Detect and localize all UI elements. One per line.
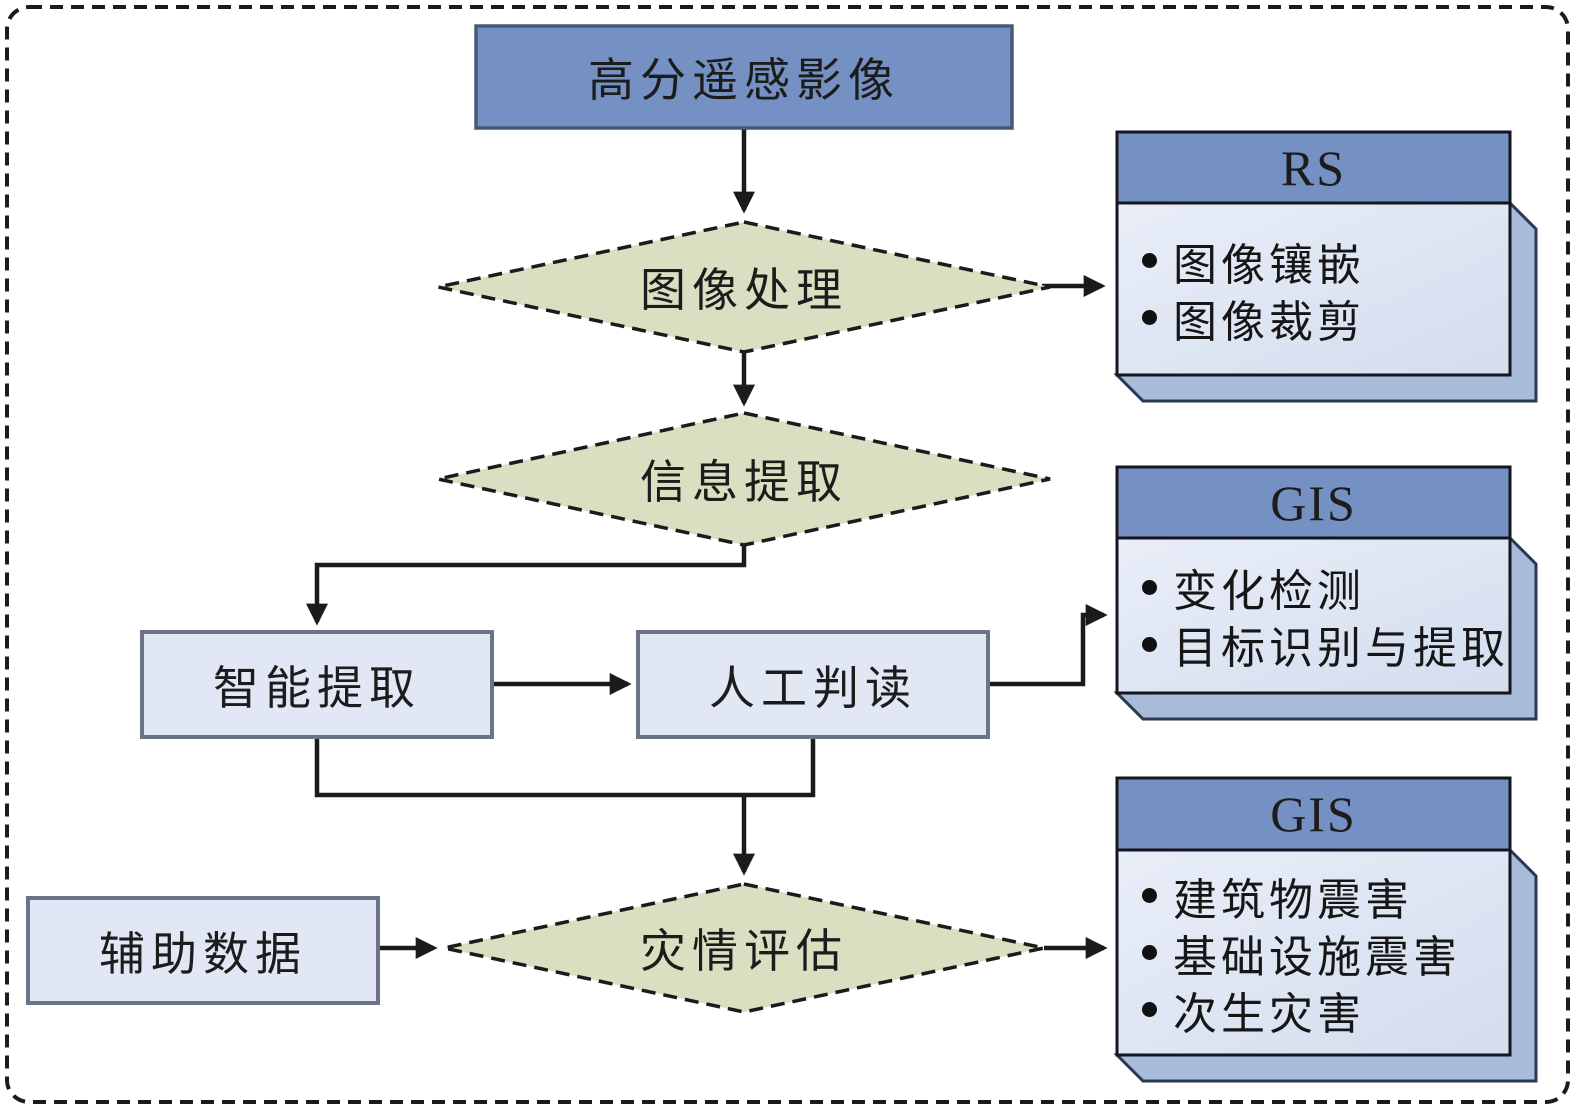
gis2-panel-items: 建筑物震害 基础设施震害 次生灾害 bbox=[1130, 850, 1508, 1055]
list-item: 目标识别与提取 bbox=[1130, 616, 1508, 673]
elbow-manual-to-gis-panel bbox=[988, 604, 1108, 687]
disaster-assessment-label: 灾情评估 bbox=[640, 926, 848, 977]
gis-panel-header-shape bbox=[1115, 465, 1512, 540]
intelligent-extraction-label: 智能提取 bbox=[213, 662, 421, 714]
manual-interpretation-box-shape bbox=[636, 630, 990, 739]
list-item: 次生灾害 bbox=[1130, 981, 1508, 1039]
disaster-assessment-diamond-shape bbox=[443, 882, 1045, 1014]
source-box-label: 高分遥感影像 bbox=[588, 55, 900, 106]
rs-panel-header-label: RS bbox=[1280, 139, 1347, 196]
list-item: 基础设施震害 bbox=[1130, 924, 1508, 982]
auxiliary-data-label: 辅助数据 bbox=[99, 928, 307, 980]
source-box-shape bbox=[474, 24, 1014, 130]
list-item: 图像镶嵌 bbox=[1130, 232, 1508, 290]
info-extraction-label: 信息提取 bbox=[640, 457, 848, 508]
rs-panel-header-shape bbox=[1115, 130, 1512, 205]
bullet-icon bbox=[1142, 310, 1157, 325]
image-processing-label: 图像处理 bbox=[640, 265, 848, 316]
list-item: 建筑物震害 bbox=[1130, 867, 1508, 925]
list-item: 变化检测 bbox=[1130, 559, 1508, 616]
list-item-label: 基础设施震害 bbox=[1173, 932, 1461, 982]
list-item-label: 图像裁剪 bbox=[1173, 297, 1365, 347]
gis-panel-body-shape bbox=[1115, 536, 1512, 695]
merge-line-boxes-bottom bbox=[314, 737, 816, 798]
gis-panel-header-label: GIS bbox=[1270, 474, 1357, 531]
image-processing-diamond-shape bbox=[437, 220, 1051, 354]
bullet-icon bbox=[1142, 579, 1157, 595]
bullet-icon bbox=[1142, 888, 1157, 903]
gis2-panel-body-shape bbox=[1115, 848, 1512, 1057]
auxiliary-data-box-shape bbox=[26, 896, 380, 1005]
intelligent-extraction-box-shape bbox=[140, 630, 494, 739]
bullet-icon bbox=[1142, 1002, 1157, 1017]
gis2-panel-header-label: GIS bbox=[1270, 786, 1357, 842]
bullet-icon bbox=[1142, 253, 1157, 268]
gis-panel-items: 变化检测 目标识别与提取 bbox=[1130, 538, 1508, 693]
manual-interpretation-label: 人工判读 bbox=[709, 662, 917, 714]
rs-panel-items: 图像镶嵌 图像裁剪 bbox=[1130, 203, 1508, 375]
list-item-label: 变化检测 bbox=[1173, 567, 1365, 616]
gis2-panel-header-shape bbox=[1115, 776, 1512, 852]
elbow-info-extraction-to-intelligent-extraction bbox=[306, 545, 747, 626]
list-item-label: 目标识别与提取 bbox=[1173, 624, 1509, 673]
info-extraction-diamond-shape bbox=[437, 411, 1051, 547]
rs-panel-body-shape bbox=[1115, 201, 1512, 377]
list-item: 图像裁剪 bbox=[1130, 289, 1508, 347]
bullet-icon bbox=[1142, 636, 1157, 652]
bullet-icon bbox=[1142, 945, 1157, 960]
list-item-label: 次生灾害 bbox=[1173, 989, 1365, 1039]
figure-dashed-border bbox=[5, 5, 1570, 1104]
list-item-label: 图像镶嵌 bbox=[1173, 240, 1365, 290]
list-item-label: 建筑物震害 bbox=[1173, 875, 1413, 925]
